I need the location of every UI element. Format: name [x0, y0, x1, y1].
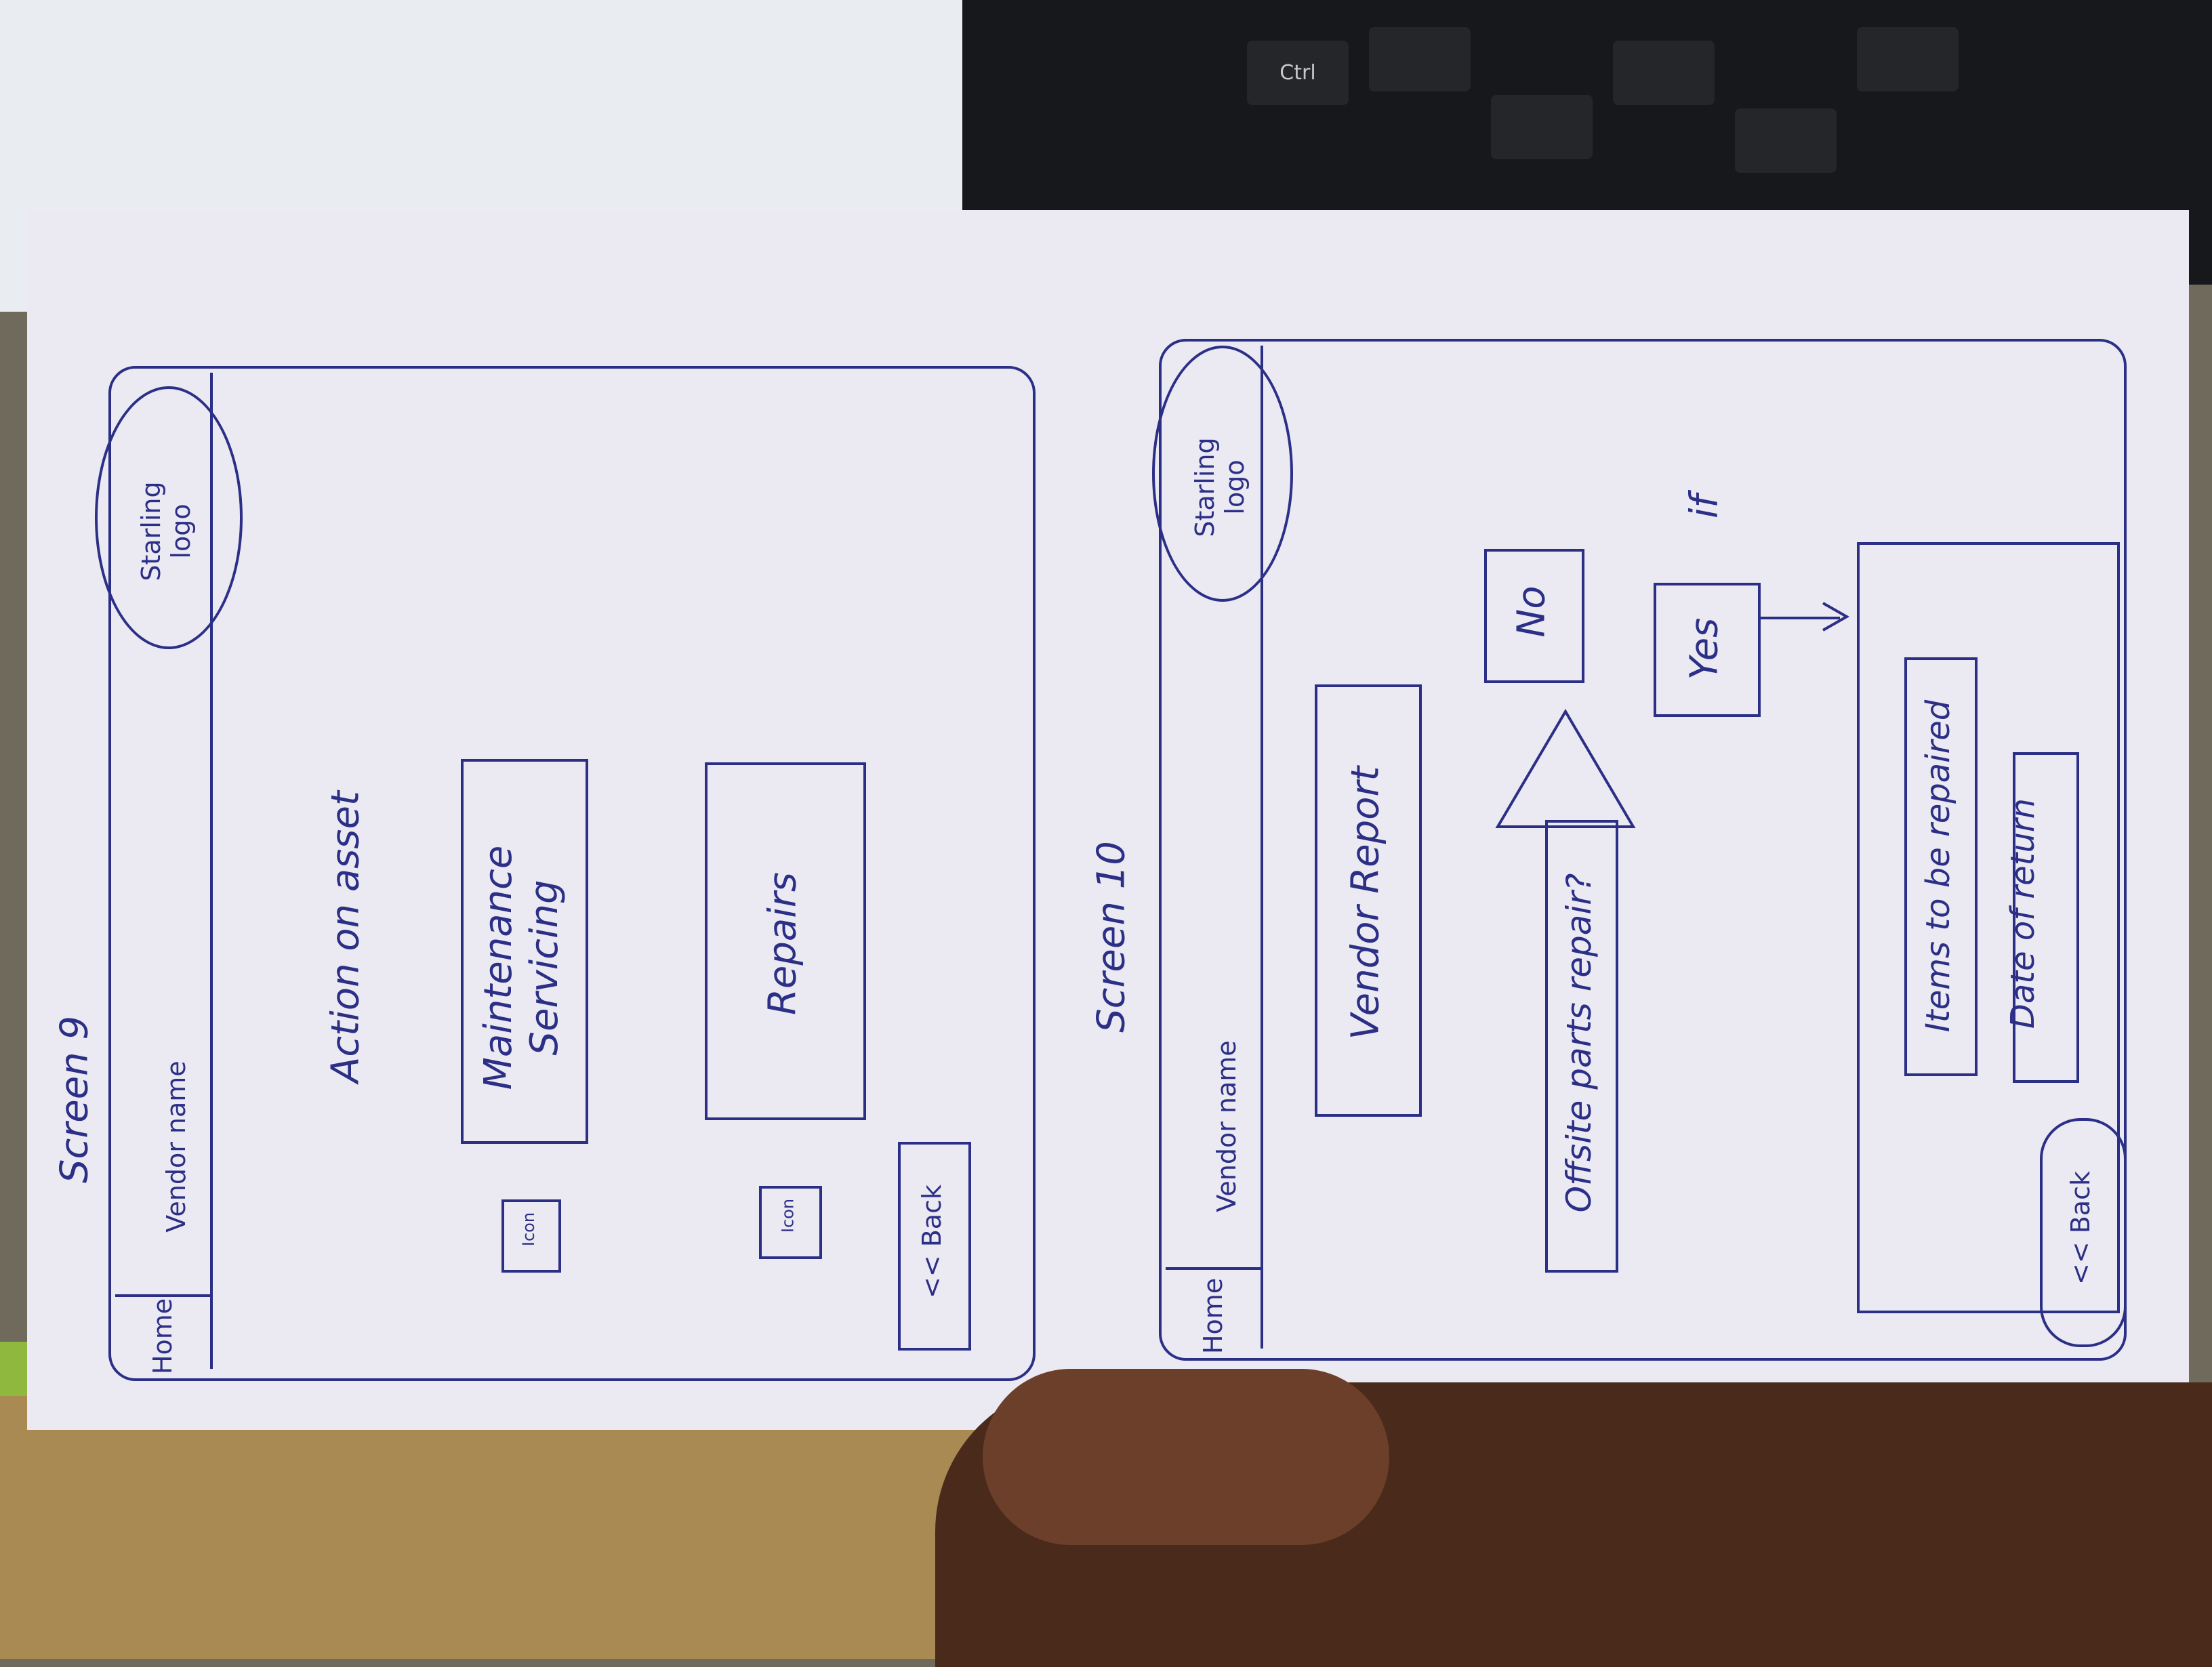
screen10-back-button[interactable] [2040, 1118, 2127, 1347]
screen10-logo-line1: Starling [1190, 437, 1220, 537]
yes-label: Yes [1682, 617, 1727, 680]
keyboard-key: Ctrl [1247, 41, 1349, 105]
screen10-frame [1159, 339, 2127, 1361]
maintenance-servicing-label: Maintenance Servicing [476, 812, 568, 1124]
date-of-return-field[interactable] [2013, 752, 2079, 1083]
screen10-logo-line2: logo [1220, 459, 1250, 515]
screen9-logo-text: Starling logo [136, 453, 196, 609]
screen9-header-divider [210, 373, 213, 1369]
repairs-icon-label: Icon [778, 1198, 798, 1233]
offsite-question-box [1545, 820, 1618, 1273]
screen9-home-tab[interactable]: Home [148, 1298, 178, 1375]
no-label: No [1509, 585, 1554, 638]
items-repaired-field[interactable] [1904, 657, 1978, 1076]
maintenance-icon [501, 1199, 561, 1273]
vendor-report-label: Vendor Report [1343, 766, 1388, 1040]
keyboard-key [1857, 27, 1959, 91]
yes-arrow-head [1822, 602, 1850, 632]
keyboard-key [1491, 95, 1593, 159]
repairs-button[interactable] [705, 762, 866, 1120]
screen9-heading: Action on asset [323, 791, 368, 1083]
maintenance-label-line2: Servicing [523, 880, 567, 1056]
no-button[interactable] [1484, 549, 1584, 683]
screen9-home-divider [115, 1294, 210, 1297]
screen10-logo [1152, 346, 1293, 602]
keyboard-key [1613, 41, 1715, 105]
date-of-return-label: Date of return [2004, 798, 2042, 1029]
question-arrow-head [1495, 709, 1636, 828]
sketch-paper: Screen 9 Starling logo Home Vendor name … [27, 210, 2189, 1430]
offsite-question-label: Offsite parts repair? [1559, 873, 1599, 1213]
screen9-back-label: << Back [917, 1185, 947, 1299]
screen9-title: Screen 9 [52, 1015, 97, 1184]
maintenance-label-line1: Maintenance [476, 845, 520, 1090]
repair-details-panel [1857, 542, 2120, 1313]
repairs-icon [759, 1186, 822, 1259]
screen10-home-tab[interactable]: Home [1198, 1277, 1228, 1355]
screen10-home-divider [1166, 1267, 1261, 1270]
yes-to-panel-arrow [1759, 617, 1840, 619]
screen9-vendor-name: Vendor name [161, 1061, 191, 1233]
items-repaired-label: Items to be repaired [1919, 699, 1957, 1033]
screen10-title: Screen 10 [1089, 841, 1134, 1033]
keyboard-key [1369, 27, 1471, 91]
thumb [983, 1369, 1389, 1545]
screen10-logo-text: Starling logo [1190, 409, 1250, 565]
screen10-header-divider [1261, 346, 1263, 1349]
screen9-back-button[interactable] [898, 1142, 971, 1351]
screen9-logo [95, 386, 243, 649]
screen9-logo-line2: logo [166, 503, 196, 559]
screen10-back-label: << Back [2066, 1171, 2095, 1285]
repairs-label: Repairs [760, 872, 805, 1015]
if-note: if [1682, 494, 1727, 519]
screen10-vendor-name: Vendor name [1212, 1040, 1242, 1212]
vendor-report-button[interactable] [1315, 684, 1422, 1117]
background-desk [0, 1396, 1017, 1659]
maintenance-icon-label: Icon [519, 1212, 538, 1247]
screen9-logo-line1: Starling [136, 481, 166, 581]
maintenance-servicing-button[interactable] [461, 759, 588, 1144]
yes-button[interactable] [1654, 583, 1761, 717]
keyboard-key [1735, 108, 1837, 173]
screen9-frame [108, 366, 1036, 1381]
